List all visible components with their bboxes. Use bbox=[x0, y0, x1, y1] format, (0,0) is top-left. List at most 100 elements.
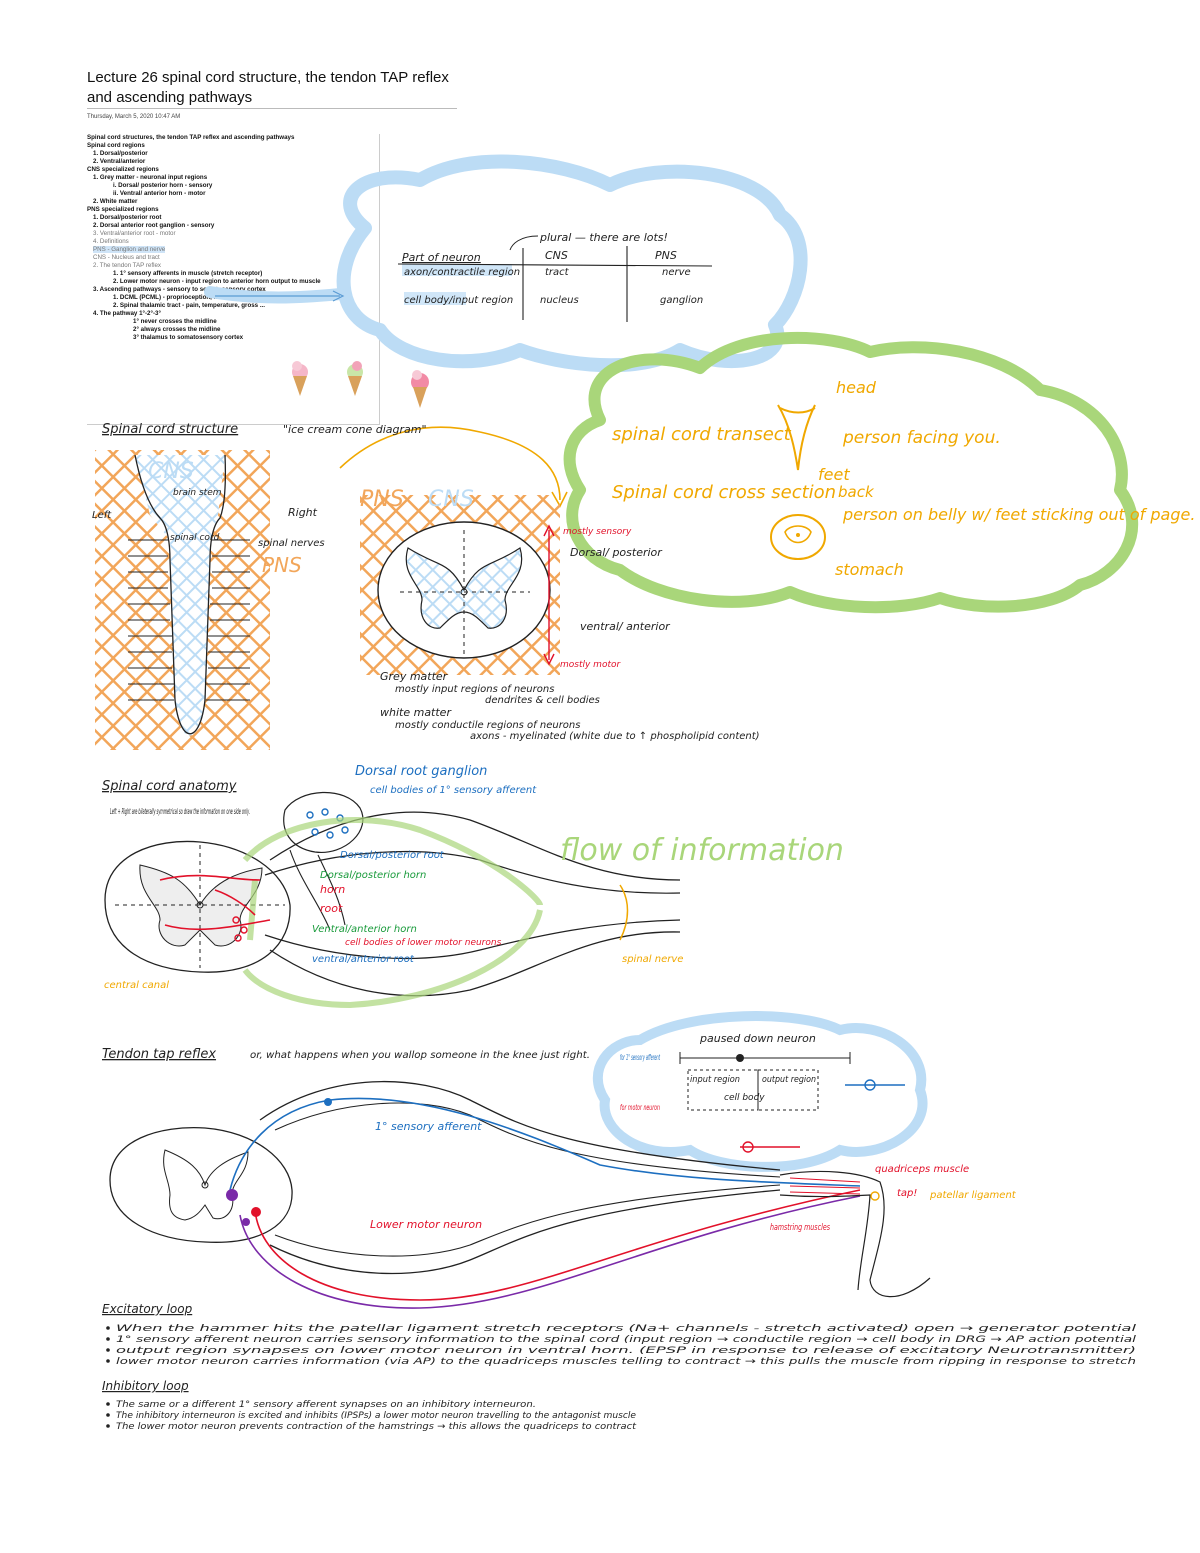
feet-label: feet bbox=[818, 465, 850, 484]
note-line: 4. The pathway 1°-2°-3° bbox=[93, 310, 161, 317]
inhibitory-item: The lower motor neuron prevents contract… bbox=[116, 1422, 637, 1432]
inhibitory-bullet bbox=[106, 1424, 110, 1428]
note-line: 1. 1° sensory afferents in muscle (stret… bbox=[113, 270, 263, 277]
ventral-root-label: ventral/anterior root bbox=[312, 954, 415, 965]
anatomy-side-note: Left + Right are bilaterally symmetrical… bbox=[110, 807, 250, 816]
afferent-label: 1° sensory afferent bbox=[375, 1120, 482, 1133]
title-divider bbox=[87, 108, 457, 109]
note-line: 2° always crosses the midline bbox=[133, 326, 221, 333]
note-line: CNS specialized regions bbox=[87, 166, 159, 173]
transect-text: spinal cord transect bbox=[612, 424, 792, 445]
note-line: 1. Dorsal/posterior root bbox=[93, 214, 162, 221]
spinal-cord-label: spinal cord bbox=[170, 533, 220, 543]
grey-matter-butterfly bbox=[405, 547, 523, 629]
left-label: Left bbox=[92, 510, 112, 521]
excitatory-bullet bbox=[106, 1359, 110, 1363]
note-line: 2. White matter bbox=[93, 198, 138, 205]
note-line: CNS - Nucleus and tract bbox=[93, 254, 160, 261]
input-region-label: input region bbox=[690, 1075, 740, 1085]
motor-neuron-key: for motor neuron bbox=[620, 1103, 660, 1112]
tendon-tap-reflex-section: Tendon tap reflex or, what happens when … bbox=[102, 1011, 1017, 1309]
belly-label: person on belly w/ feet sticking out of … bbox=[842, 505, 1195, 524]
table-row2-part: cell body/input region bbox=[404, 295, 513, 306]
table-row2-cns: nucleus bbox=[540, 295, 579, 306]
anatomy-heading: Spinal cord anatomy bbox=[102, 779, 237, 794]
date-line: Thursday, March 5, 2020 10:47 AM bbox=[87, 114, 181, 120]
head-label: head bbox=[836, 378, 877, 397]
table-row1-pns: nerve bbox=[662, 267, 691, 278]
inhibitory-heading: Inhibitory loop bbox=[102, 1379, 189, 1393]
ventral-horn-sub-label: cell bodies of lower motor neurons bbox=[345, 938, 502, 948]
ventral-label: ventral/ anterior bbox=[580, 620, 671, 633]
flow-of-information-label: flow of information bbox=[560, 833, 844, 868]
ice-cream-cone-doodles bbox=[292, 361, 429, 408]
excitatory-bullet bbox=[106, 1337, 110, 1341]
note-line: 1° never crosses the midline bbox=[133, 318, 217, 325]
ice-cream-note: "ice cream cone diagram" bbox=[283, 423, 427, 436]
note-line: 3. Ascending pathways - sensory to somat… bbox=[93, 286, 266, 293]
table-row2-pns: ganglion bbox=[660, 295, 703, 306]
inhibitory-list: The same or a different 1° sensory affer… bbox=[106, 1400, 637, 1432]
note-line: 3. Ventral/anterior root - motor bbox=[93, 230, 176, 237]
note-line: PNS - Ganglion and nerve bbox=[93, 246, 166, 253]
spinal-cord-anatomy-section: Spinal cord anatomy Left + Right are bil… bbox=[102, 764, 844, 1009]
inhibitory-item: The same or a different 1° sensory affer… bbox=[116, 1400, 536, 1410]
cross-section-label: Spinal cord cross section bbox=[612, 482, 836, 503]
horn-label: horn bbox=[320, 883, 345, 896]
page-title: Lecture 26 spinal cord structure, the te… bbox=[87, 69, 449, 106]
note-line: 2. Lower motor neuron - input region to … bbox=[113, 278, 321, 285]
note-line: 2. Ventral/anterior bbox=[93, 158, 146, 165]
paused-neuron-label: paused down neuron bbox=[699, 1032, 816, 1045]
note-line: 2. Dorsal anterior root ganglion - senso… bbox=[93, 222, 215, 229]
table-row1-part: axon/contractile region bbox=[404, 267, 520, 278]
note-line: 3° thalamus to somatosensory cortex bbox=[133, 334, 244, 341]
mostly-sensory-label: mostly sensory bbox=[563, 527, 632, 537]
excitatory-item: output region synapses on lower motor ne… bbox=[116, 1346, 1136, 1356]
mostly-motor-label: mostly motor bbox=[560, 660, 621, 670]
table-row1-cns: tract bbox=[545, 267, 570, 278]
quadriceps-label: quadriceps muscle bbox=[875, 1164, 969, 1175]
dorsal-root-label: Dorsal/posterior root bbox=[340, 850, 445, 861]
note-line: Spinal cord structures, the tendon TAP r… bbox=[87, 134, 295, 141]
cns-label-cross: CNS bbox=[428, 487, 474, 512]
stomach-label: stomach bbox=[835, 560, 904, 579]
table-header-part: Part of neuron bbox=[402, 251, 481, 264]
dorsal-horn-label: Dorsal/posterior horn bbox=[320, 870, 426, 881]
dorsal-root-ganglion bbox=[283, 791, 364, 853]
excitatory-bullet bbox=[106, 1326, 110, 1330]
table-header-pns: PNS bbox=[655, 249, 677, 262]
ventral-horn-label: Ventral/anterior horn bbox=[312, 924, 417, 935]
note-line: 2. The tendon TAP reflex bbox=[93, 262, 161, 269]
grey-matter-desc: mostly input regions of neurons bbox=[395, 684, 554, 695]
patellar-ligament-label: patellar ligament bbox=[929, 1190, 1017, 1201]
inhibitory-bullet bbox=[106, 1402, 110, 1406]
loops-section: Excitatory loop When the hammer hits the… bbox=[102, 1302, 1137, 1432]
notes-container-border-bottom bbox=[87, 424, 380, 425]
brain-stem-label: brain stem bbox=[173, 488, 222, 498]
cns-label-longitudinal: CNS bbox=[148, 459, 194, 484]
leg-outline bbox=[779, 1170, 931, 1298]
excitatory-list: When the hammer hits the patellar ligame… bbox=[106, 1324, 1137, 1367]
drg-sub-label: cell bodies of 1° sensory afferent bbox=[370, 785, 537, 796]
reflex-heading: Tendon tap reflex bbox=[102, 1047, 216, 1062]
reflex-cord-outline bbox=[109, 1126, 293, 1243]
plural-note: plural — there are lots! bbox=[539, 231, 668, 244]
note-line: 2. Spinal thalamic tract - pain, tempera… bbox=[113, 302, 265, 309]
back-label: back bbox=[838, 483, 875, 501]
excitatory-item: When the hammer hits the patellar ligame… bbox=[116, 1324, 1137, 1334]
note-line: i. Dorsal/ posterior horn - sensory bbox=[113, 182, 213, 189]
output-region-label: output region bbox=[762, 1075, 816, 1085]
note-line: Spinal cord regions bbox=[87, 142, 145, 149]
anatomy-cord-outline bbox=[104, 840, 291, 973]
excitatory-bullet bbox=[106, 1348, 110, 1352]
white-matter-sub: axons - myelinated (white due to ↑ phosp… bbox=[470, 731, 760, 742]
sensory-neuron-key: for 1° sensory afferent bbox=[620, 1053, 660, 1062]
hamstring-label: hamstring muscles bbox=[770, 1223, 830, 1233]
pns-label-cross: PNS bbox=[360, 487, 404, 512]
transect-label: spinal cord transect bbox=[612, 424, 792, 445]
pns-label-longitudinal: PNS bbox=[262, 553, 302, 577]
drg-label: Dorsal root ganglion bbox=[355, 764, 487, 779]
table-header-cns: CNS bbox=[545, 249, 568, 262]
spinal-cord-structure-section: Spinal cord structure "ice cream cone di… bbox=[92, 422, 760, 750]
